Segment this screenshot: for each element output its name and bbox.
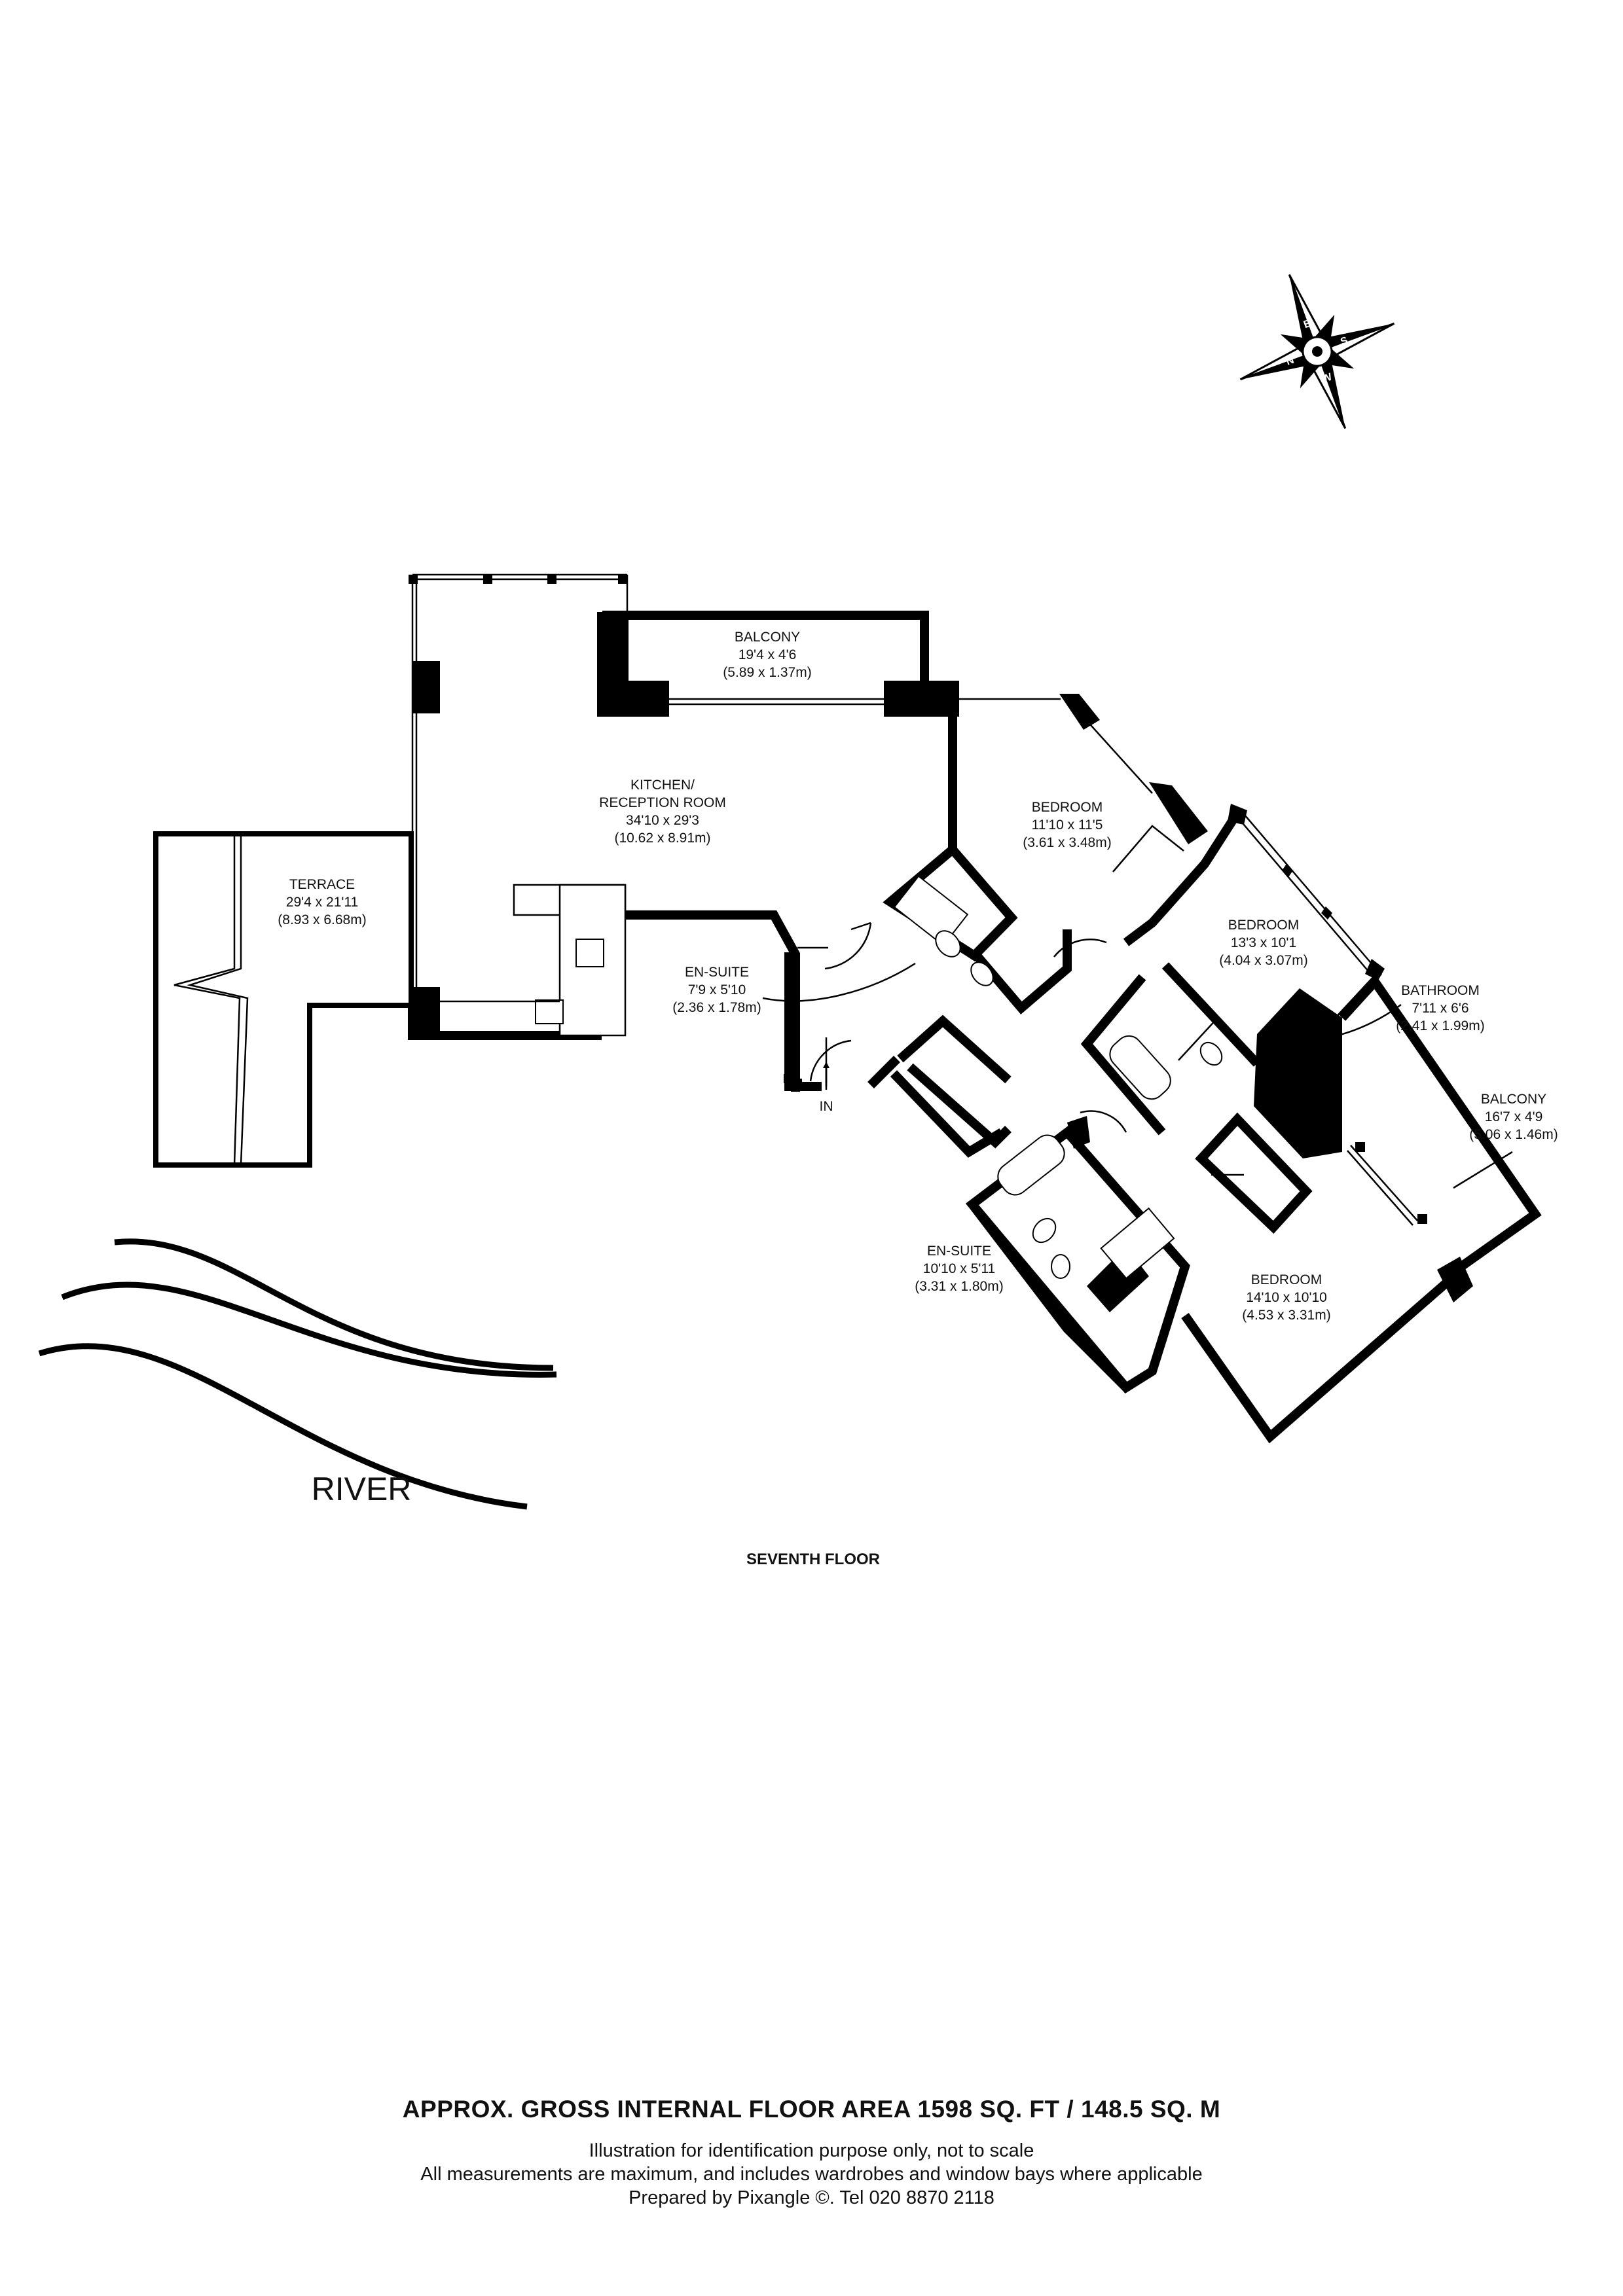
svg-text:(4.04 x 3.07m): (4.04 x 3.07m) xyxy=(1219,953,1307,968)
svg-text:(3.61 x 3.48m): (3.61 x 3.48m) xyxy=(1023,835,1111,850)
label-bedroom-3: BEDROOM 14'10 x 10'10 (4.53 x 3.31m) xyxy=(1242,1272,1330,1323)
svg-text:19'4 x 4'6: 19'4 x 4'6 xyxy=(739,647,797,662)
river-waves xyxy=(38,1238,557,1510)
hallway-walls xyxy=(784,922,1127,1149)
credit-line: Prepared by Pixangle ©. Tel 020 8870 211… xyxy=(629,2187,994,2208)
svg-text:10'10 x 5'11: 10'10 x 5'11 xyxy=(923,1261,995,1276)
bathroom-walls xyxy=(1080,974,1223,1136)
svg-text:(5.89 x 1.37m): (5.89 x 1.37m) xyxy=(723,665,811,680)
label-bedroom-2: BEDROOM 13'3 x 10'1 (4.04 x 3.07m) xyxy=(1219,918,1307,968)
label-bedroom-1: BEDROOM 11'10 x 11'5 (3.61 x 3.48m) xyxy=(1023,800,1111,850)
river-label: RIVER xyxy=(312,1471,412,1507)
label-balcony-top: BALCONY 19'4 x 4'6 (5.89 x 1.37m) xyxy=(723,630,811,680)
disclaimer-line-1: Illustration for identification purpose … xyxy=(589,2140,1034,2161)
terrace-area xyxy=(153,831,414,1168)
svg-text:TERRACE: TERRACE xyxy=(289,877,355,892)
svg-text:34'10 x 29'3: 34'10 x 29'3 xyxy=(626,813,699,828)
svg-text:BATHROOM: BATHROOM xyxy=(1401,983,1480,998)
svg-text:16'7 x 4'9: 16'7 x 4'9 xyxy=(1485,1109,1543,1124)
label-kitchen: KITCHEN/ RECEPTION ROOM 34'10 x 29'3 (10… xyxy=(599,778,726,846)
core-solid-wall xyxy=(1195,988,1342,1234)
compass-icon: E S W N xyxy=(1239,274,1395,429)
en-suite-1-walls xyxy=(883,843,1072,1014)
svg-text:BEDROOM: BEDROOM xyxy=(1228,918,1300,933)
svg-text:BEDROOM: BEDROOM xyxy=(1032,800,1103,815)
compass-north: N xyxy=(1285,355,1296,368)
label-terrace: TERRACE 29'4 x 21'11 (8.93 x 6.68m) xyxy=(278,877,366,927)
svg-text:11'10 x 11'5: 11'10 x 11'5 xyxy=(1032,817,1103,833)
svg-text:EN-SUITE: EN-SUITE xyxy=(927,1244,991,1259)
label-bathroom: BATHROOM 7'11 x 6'6 (2.41 x 1.99m) xyxy=(1396,983,1484,1033)
disclaimer-line-2: All measurements are maximum, and includ… xyxy=(420,2164,1203,2185)
svg-text:(2.41 x 1.99m): (2.41 x 1.99m) xyxy=(1396,1018,1484,1033)
svg-text:BALCONY: BALCONY xyxy=(735,630,800,645)
entrance-label: IN xyxy=(820,1099,833,1114)
svg-text:EN-SUITE: EN-SUITE xyxy=(685,965,749,980)
label-balcony-right: BALCONY 16'7 x 4'9 (5.06 x 1.46m) xyxy=(1469,1092,1558,1142)
svg-text:7'11 x 6'6: 7'11 x 6'6 xyxy=(1412,1001,1468,1016)
balcony-right-area xyxy=(1338,974,1542,1274)
en-suite-2-walls xyxy=(890,1014,1190,1394)
bedroom-2-walls xyxy=(1123,804,1385,1067)
svg-text:7'9 x 5'10: 7'9 x 5'10 xyxy=(688,982,746,997)
svg-text:29'4 x 21'11: 29'4 x 21'11 xyxy=(286,895,358,910)
label-en-suite-1: EN-SUITE 7'9 x 5'10 (2.36 x 1.78m) xyxy=(672,962,916,1015)
svg-text:RECEPTION ROOM: RECEPTION ROOM xyxy=(599,795,726,810)
floor-area-heading: APPROX. GROSS INTERNAL FLOOR AREA 1598 S… xyxy=(402,2096,1221,2123)
svg-text:(8.93 x 6.68m): (8.93 x 6.68m) xyxy=(278,912,366,927)
balcony-top-area xyxy=(597,611,959,717)
svg-text:(5.06 x 1.46m): (5.06 x 1.46m) xyxy=(1469,1127,1558,1142)
bedroom-1-walls xyxy=(887,694,1208,906)
svg-text:14'10 x 10'10: 14'10 x 10'10 xyxy=(1246,1290,1327,1305)
bedroom-3-walls xyxy=(1181,1257,1473,1444)
kitchen-reception-walls xyxy=(408,573,800,1083)
compass-west: W xyxy=(1321,371,1334,385)
floor-label: SEVENTH FLOOR xyxy=(746,1551,880,1568)
svg-text:(10.62 x 8.91m): (10.62 x 8.91m) xyxy=(614,831,710,846)
svg-text:(4.53 x 3.31m): (4.53 x 3.31m) xyxy=(1242,1308,1330,1323)
svg-text:13'3 x 10'1: 13'3 x 10'1 xyxy=(1231,935,1296,950)
svg-text:(3.31 x 1.80m): (3.31 x 1.80m) xyxy=(915,1279,1003,1294)
svg-text:(2.36 x 1.78m): (2.36 x 1.78m) xyxy=(672,1000,761,1015)
svg-text:BALCONY: BALCONY xyxy=(1481,1092,1546,1107)
svg-text:KITCHEN/: KITCHEN/ xyxy=(630,778,695,793)
label-en-suite-2: EN-SUITE 10'10 x 5'11 (3.31 x 1.80m) xyxy=(915,1244,1003,1294)
svg-text:BEDROOM: BEDROOM xyxy=(1251,1272,1322,1287)
